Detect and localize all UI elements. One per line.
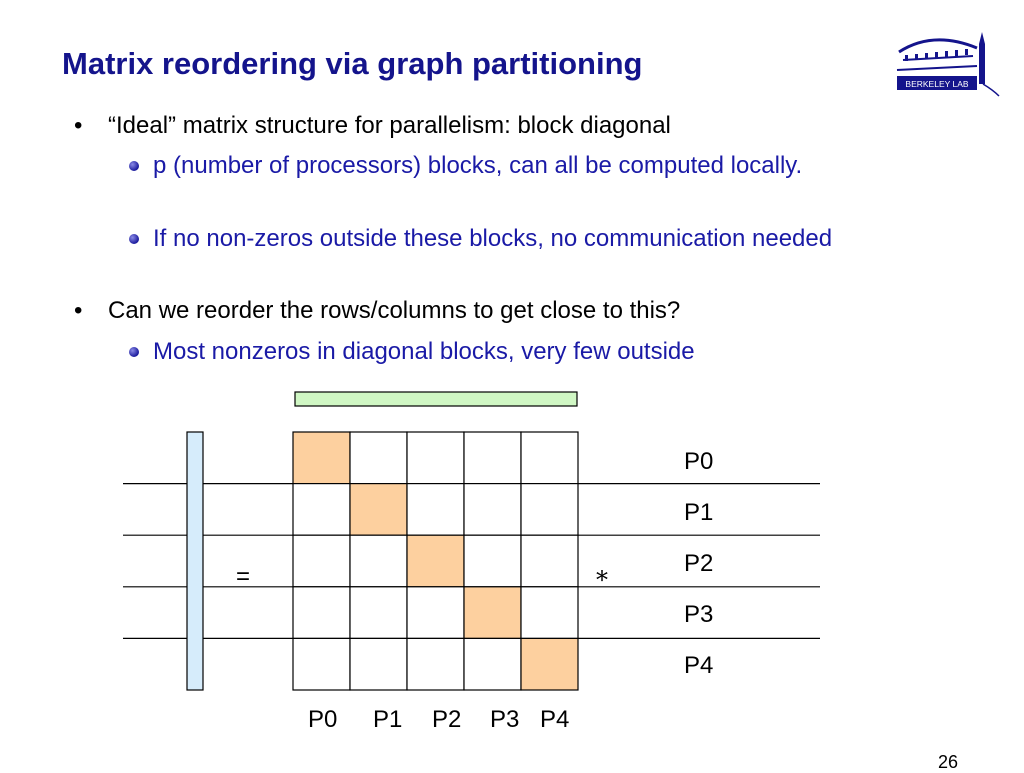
row-label: P4 [684,652,714,679]
bullet-text: Can we reorder the rows/columns to get c… [108,297,681,324]
matrix-cell [349,637,408,691]
row-label: P2 [684,550,714,577]
multiply-sign: * [596,566,608,594]
sub-bullet-item: If no non-zeros outside these blocks, no… [129,222,873,255]
diagonal-block [520,637,579,691]
matrix-cell [463,534,522,588]
matrix-cell [349,534,408,588]
col-label: P4 [540,706,570,733]
berkeley-lab-logo: BERKELEY LAB [896,32,1000,97]
matrix-cell [463,431,522,485]
col-label: P0 [308,706,338,733]
row-label: P0 [684,448,714,475]
row-label: P3 [684,601,714,628]
matrix-cell [520,431,579,485]
matrix-cell [406,586,465,639]
matrix-cell [520,534,579,588]
matrix-cell [463,637,522,691]
matrix-cell [292,586,351,639]
sub-bullet-dot-icon [129,161,139,171]
diagonal-block [349,483,408,536]
sub-bullet-dot-icon [129,234,139,244]
diagonal-block [292,431,351,485]
sub-bullet-text: If no non-zeros outside these blocks, no… [153,225,833,252]
matrix-cell [349,431,408,485]
matrix-cell [520,483,579,536]
matrix-cell [292,637,351,691]
matrix-cell [406,637,465,691]
equals-sign: = [236,563,251,590]
row-label: P1 [684,499,714,526]
matrix-cell [292,534,351,588]
diagonal-block [406,534,465,588]
bullet-dot-icon: • [74,297,83,324]
col-label: P2 [432,706,462,733]
slide-title: Matrix reordering via graph partitioning [62,46,643,81]
matrix-cell [406,431,465,485]
sub-bullet-text: p (number of processors) blocks, can all… [153,152,803,179]
bullet-item: • “Ideal” matrix structure for paralleli… [74,110,888,142]
page-number: 26 [938,752,959,772]
matrix-cell [349,586,408,639]
sub-bullet-item: p (number of processors) blocks, can all… [129,149,873,182]
sub-bullet-dot-icon [129,347,139,357]
bullet-text: “Ideal” matrix structure for parallelism… [108,112,671,139]
bullet-item: • Can we reorder the rows/columns to get… [74,295,888,327]
matrix-cell [520,586,579,639]
matrix-cell [292,483,351,536]
diagonal-block [463,586,522,639]
left-vector [186,431,204,691]
svg-text:BERKELEY LAB: BERKELEY LAB [905,79,968,89]
sub-bullet-text: Most nonzeros in diagonal blocks, very f… [153,338,695,365]
top-vector [294,391,578,407]
col-label: P1 [373,706,403,733]
bullet-dot-icon: • [74,112,83,139]
matrix-cell [406,483,465,536]
sub-bullet-item: Most nonzeros in diagonal blocks, very f… [129,335,873,368]
matrix-cell [463,483,522,536]
col-label: P3 [490,706,520,733]
